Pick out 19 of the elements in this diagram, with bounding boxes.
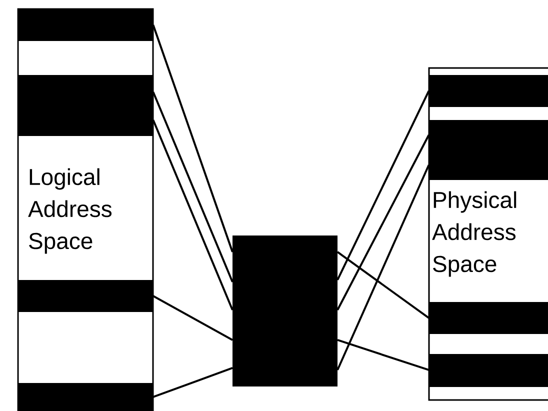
connector-line	[336, 134, 430, 310]
memory-segment	[18, 280, 153, 312]
memory-segment	[18, 9, 153, 41]
memory-segment	[18, 75, 153, 136]
connector-line	[337, 339, 430, 371]
connector-line	[336, 251, 430, 319]
memory-segment	[429, 302, 548, 334]
connector-line	[152, 120, 234, 310]
memory-segment	[429, 354, 548, 387]
memory-segment	[429, 120, 548, 180]
connector-line	[336, 164, 430, 370]
connector-line	[152, 92, 234, 282]
connector-line	[152, 367, 233, 398]
connector-line	[336, 90, 430, 280]
memory-segment	[429, 75, 548, 107]
mapping-box	[232, 236, 338, 386]
memory-segment	[18, 382, 153, 411]
connector-line	[152, 295, 233, 341]
connector-line	[152, 24, 234, 252]
